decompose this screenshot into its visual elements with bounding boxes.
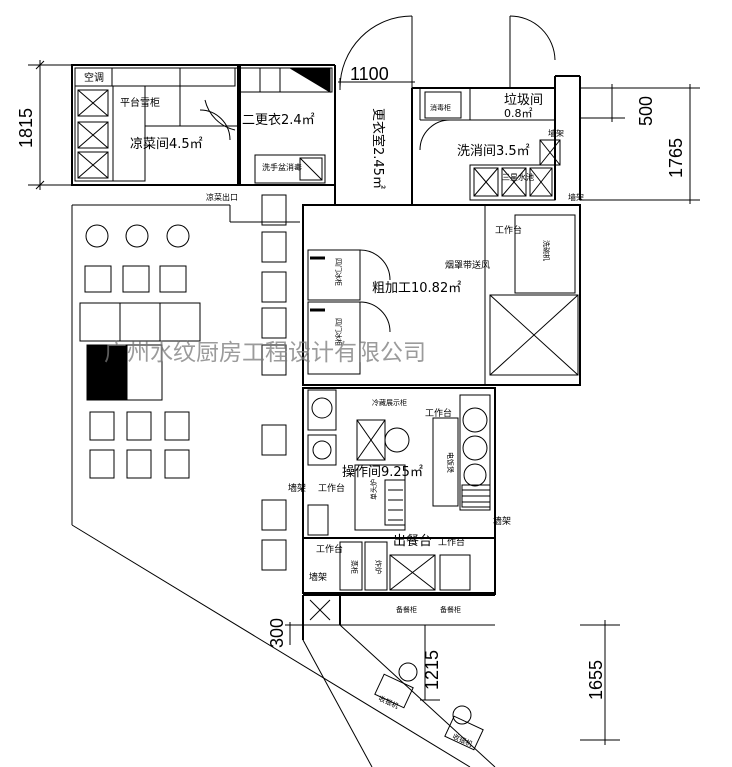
label-shelf-c: 墙架 bbox=[288, 482, 306, 494]
dining-area bbox=[71, 194, 300, 571]
label-hand-wash: 洗手盆消毒 bbox=[262, 162, 302, 172]
dimension-lines-right bbox=[580, 84, 700, 204]
room-wash: 洗消间3.5㎡ bbox=[457, 144, 530, 159]
label-steamer: 蒸柜 bbox=[350, 560, 359, 574]
label-shelf-d: 墙架 bbox=[493, 515, 511, 527]
dimension-lines-left bbox=[28, 60, 72, 190]
label-fryer: 炸炉 bbox=[374, 560, 383, 574]
dim-1765: 1765 bbox=[666, 138, 686, 178]
label-triple-sink: 三星水池 bbox=[502, 172, 534, 182]
label-dishwasher: 洗碗机 bbox=[542, 240, 551, 261]
dimension-lines-top bbox=[338, 78, 415, 90]
label-rice-cooker: 电饭煲 bbox=[446, 452, 455, 473]
label-workbench-a: 工作台 bbox=[495, 224, 522, 236]
room-serving: 出餐台 bbox=[393, 533, 432, 549]
label-shelf-a: 墙架 bbox=[548, 128, 564, 138]
door-arcs-top bbox=[204, 15, 556, 131]
rough-processing-walls bbox=[302, 204, 581, 386]
dim-300: 300 bbox=[267, 618, 287, 648]
label-cashier-a: 收银机 bbox=[377, 694, 400, 711]
room-second-changing: 二更衣2.4㎡ bbox=[242, 112, 315, 128]
second-changing-walls bbox=[239, 67, 333, 184]
dim-1655: 1655 bbox=[586, 660, 606, 700]
label-cashier-b: 收银机 bbox=[451, 732, 474, 749]
label-hood: 烟罩带送风 bbox=[445, 259, 490, 271]
room-rough: 粗加工10.82㎡ bbox=[372, 281, 461, 296]
label-drinks-fridge: 冷藏柜 bbox=[97, 375, 106, 396]
dimension-lines-bottom bbox=[285, 620, 620, 745]
label-shelf-b: 墙架 bbox=[568, 192, 584, 202]
room-operation: 操作间9.25㎡ bbox=[342, 464, 423, 480]
dimension-labels: 1815 1100 500 1765 300 1215 1655 bbox=[16, 64, 686, 700]
dim-1100: 1100 bbox=[350, 64, 389, 84]
label-sterilizer: 消毒柜 bbox=[430, 103, 451, 112]
label-pickup-b: 备餐柜 bbox=[440, 605, 461, 614]
room-trash: 垃圾间 bbox=[504, 93, 543, 108]
dim-1815: 1815 bbox=[16, 108, 36, 148]
changing-wash-walls bbox=[334, 75, 581, 205]
label-workbench-c: 工作台 bbox=[318, 482, 345, 494]
label-pickup-a: 备餐柜 bbox=[396, 605, 417, 614]
label-freezer-a: 四门冰柜 bbox=[334, 258, 343, 286]
bottom-walls bbox=[71, 524, 496, 767]
label-aircon: 空调 bbox=[84, 71, 104, 84]
label-display-fridge: 冷藏展示柜 bbox=[372, 398, 407, 407]
dim-1215: 1215 bbox=[422, 650, 442, 690]
label-cold-outlet: 凉菜出口 bbox=[206, 192, 238, 202]
label-cold-bench: 平台雪柜 bbox=[120, 96, 160, 109]
room-trash-area: 0.8㎡ bbox=[504, 107, 533, 120]
label-workbench-e: 工作台 bbox=[438, 536, 465, 548]
room-labels: 凉菜间4.5㎡ 二更衣2.4㎡ 更衣室2.45㎡ 垃圾间 0.8㎡ 洗消间3.5… bbox=[130, 93, 543, 549]
dim-500: 500 bbox=[636, 96, 656, 126]
label-cooker: 单头炉 bbox=[369, 479, 378, 500]
label-workbench-d: 工作台 bbox=[316, 543, 343, 555]
serving-walls bbox=[302, 537, 496, 640]
label-shelf-e: 墙架 bbox=[309, 571, 327, 583]
room-changing: 更衣室2.45㎡ bbox=[370, 108, 386, 189]
label-workbench-b: 工作台 bbox=[425, 407, 452, 419]
label-freezer-b: 四门冰柜 bbox=[334, 318, 343, 346]
equipment-labels: 空调 平台雪柜 凉菜出口 洗手盆消毒 消毒柜 三星水池 墙架 墙架 墙架 墙架 … bbox=[84, 71, 584, 749]
room-cold: 凉菜间4.5㎡ bbox=[130, 137, 203, 152]
watermark-text: 广州水纹厨房工程设计有限公司 bbox=[104, 340, 426, 366]
